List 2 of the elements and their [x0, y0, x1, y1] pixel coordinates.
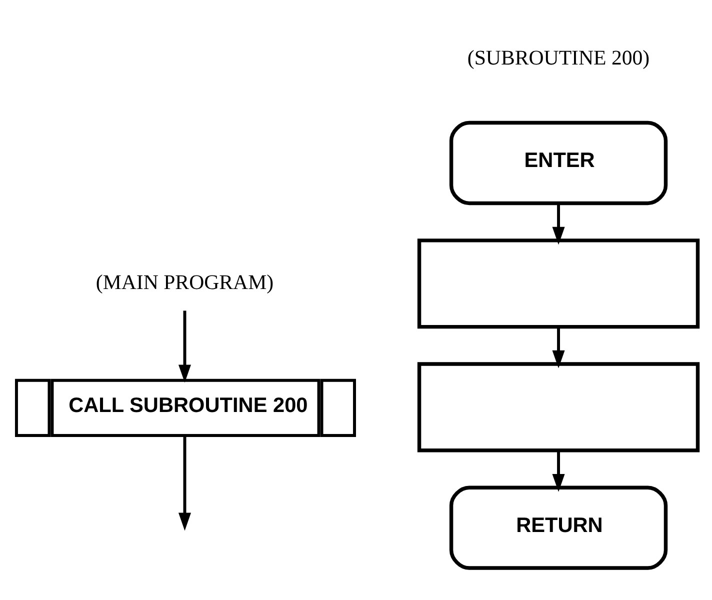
- node-text: (MAIN PROGRAM): [96, 270, 274, 294]
- label: (SUBROUTINE 200): [467, 45, 650, 70]
